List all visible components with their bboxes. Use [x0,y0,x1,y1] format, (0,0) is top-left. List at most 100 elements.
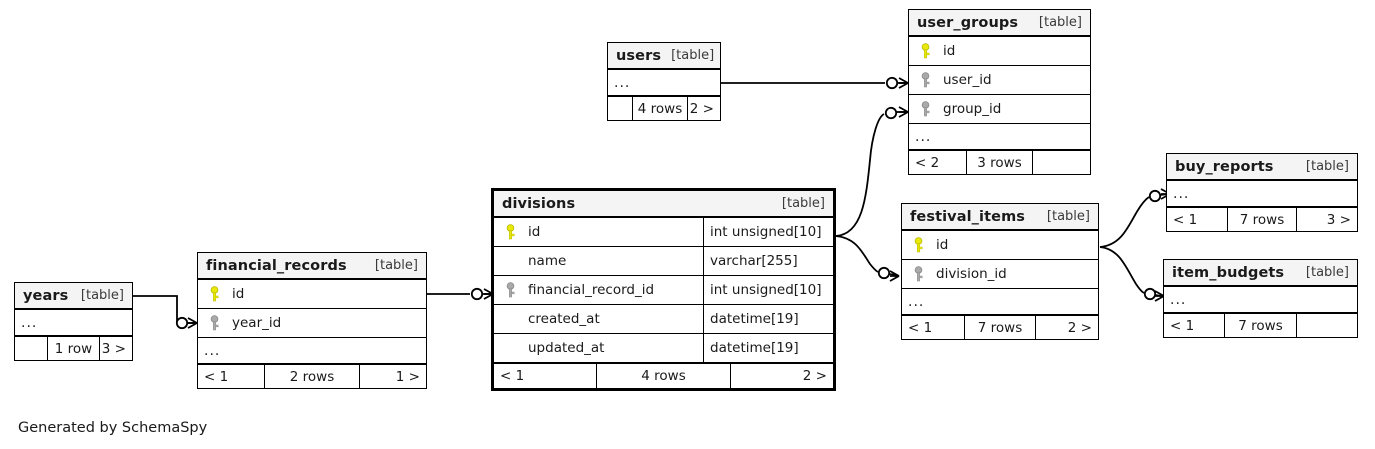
column-name: user_id [943,72,992,88]
column-name: created_at [528,311,600,327]
footer-parents-count: < 2 [915,154,940,171]
table-column-row: group_id [909,95,1090,124]
table-ellipsis-row: ... [198,338,426,364]
column-type: int unsigned[10] [703,276,833,304]
table-title-buy-reports: buy_reports [1175,158,1274,175]
table-column-row: id [909,37,1090,66]
table-footer-buy-reports: < 1 7 rows 3 > [1167,207,1357,231]
column-name: financial_record_id [528,282,655,298]
footer-row-count: 2 rows [264,365,360,388]
column-name: id [232,286,245,302]
table-title-years: years [23,287,69,304]
footer-children-count: 1 > [395,368,420,385]
table-column-row: id int unsigned[10] [494,218,833,247]
footer-row-count: 7 rows [1224,314,1297,337]
foreign-key-icon [915,101,935,117]
table-header-financial-records: financial_records [table] [198,253,426,280]
edge-festival-items-item-budgets [1099,246,1165,302]
footer-row-count: 7 rows [964,316,1036,339]
table-column-row: updated_at datetime[19] [494,334,833,363]
table-column-row: division_id [902,260,1098,289]
table-column-row: id [198,280,426,309]
table-node-financial-records[interactable]: financial_records [table] id year_id ...… [197,252,427,389]
footer-children-count: 2 > [802,368,827,384]
footer-children-count: 3 > [1326,211,1351,228]
footer-parents-count: < 1 [500,368,525,384]
table-footer-users: 4 rows 2 > [608,96,720,120]
column-name: group_id [943,101,1002,117]
foreign-key-icon [915,72,935,88]
table-title-users: users [616,47,662,64]
footer-children-count: 2 > [1067,319,1092,336]
generated-by-caption: Generated by SchemaSpy [18,420,208,436]
table-column-row: year_id [198,309,426,338]
footer-parents-count [15,337,47,360]
table-header-divisions: divisions [table] [494,191,833,218]
table-header-item-budgets: item_budgets [table] [1164,260,1357,287]
edge-festival-items-buy-reports [1099,188,1171,248]
column-type: datetime[19] [703,305,833,333]
table-ellipsis-row: ... [15,310,132,336]
column-type: varchar[255] [703,247,833,275]
table-header-years: years [table] [15,283,132,310]
edge-divisions-festival-items [835,235,900,282]
table-node-divisions[interactable]: divisions [table] id int unsigned[10] na… [491,188,836,391]
table-title-user-groups: user_groups [917,14,1019,31]
table-ellipsis-row: ... [608,70,720,96]
column-name: name [528,253,567,269]
table-node-buy-reports[interactable]: buy_reports [table] ... < 1 7 rows 3 > [1166,153,1358,232]
table-header-user-groups: user_groups [table] [909,10,1090,37]
table-column-row: financial_record_id int unsigned[10] [494,276,833,305]
footer-parents-count: < 1 [204,368,229,385]
edge-financial-records-divisions [427,287,494,301]
table-column-row: user_id [909,66,1090,95]
table-node-user-groups[interactable]: user_groups [table] id user_id [908,9,1091,175]
table-header-buy-reports: buy_reports [table] [1167,154,1357,181]
table-footer-festival-items: < 1 7 rows 2 > [902,315,1098,339]
column-name: id [936,237,949,253]
table-node-years[interactable]: years [table] ... 1 row 3 > [14,282,133,361]
table-column-row: created_at datetime[19] [494,305,833,334]
footer-row-count: 7 rows [1227,208,1297,231]
table-kind-label: [table] [1038,15,1082,30]
column-name: year_id [232,315,282,331]
footer-row-count: 4 rows [632,97,688,120]
table-column-row: name varchar[255] [494,247,833,276]
primary-key-icon [908,237,928,253]
table-header-festival-items: festival_items [table] [902,204,1098,231]
table-title-financial-records: financial_records [206,257,347,274]
table-kind-label: [table] [781,196,825,211]
table-ellipsis-row: ... [909,124,1090,150]
table-footer-divisions: < 1 4 rows 2 > [494,363,833,388]
table-footer-item-budgets: < 1 7 rows [1164,313,1357,337]
table-kind-label: [table] [1305,265,1349,280]
table-kind-label: [table] [671,48,715,63]
table-kind-label: [table] [1305,159,1349,174]
footer-row-count: 3 rows [966,151,1033,174]
table-kind-label: [table] [1046,209,1090,224]
table-node-item-budgets[interactable]: item_budgets [table] ... < 1 7 rows [1163,259,1358,338]
edge-users-user-groups [721,76,909,90]
table-kind-label: [table] [374,258,418,273]
table-footer-years: 1 row 3 > [15,336,132,360]
table-column-row: id [902,231,1098,260]
table-footer-financial-records: < 1 2 rows 1 > [198,364,426,388]
column-name: id [528,224,541,240]
footer-parents-count: < 1 [908,319,933,336]
table-kind-label: [table] [80,288,124,303]
primary-key-icon [204,286,224,302]
footer-parents-count: < 1 [1170,317,1195,334]
table-node-festival-items[interactable]: festival_items [table] id division_id ..… [901,203,1099,340]
edge-divisions-user-groups [835,106,909,237]
primary-key-icon [500,224,520,240]
edge-years-financial-records [133,295,198,330]
foreign-key-icon [500,282,520,298]
table-ellipsis-row: ... [1167,181,1357,207]
footer-children-count [1297,314,1357,337]
table-node-users[interactable]: users [table] ... 4 rows 2 > [607,42,721,121]
table-title-divisions: divisions [502,195,576,212]
table-footer-user-groups: < 2 3 rows [909,150,1090,174]
foreign-key-icon [204,315,224,331]
foreign-key-icon [908,266,928,282]
